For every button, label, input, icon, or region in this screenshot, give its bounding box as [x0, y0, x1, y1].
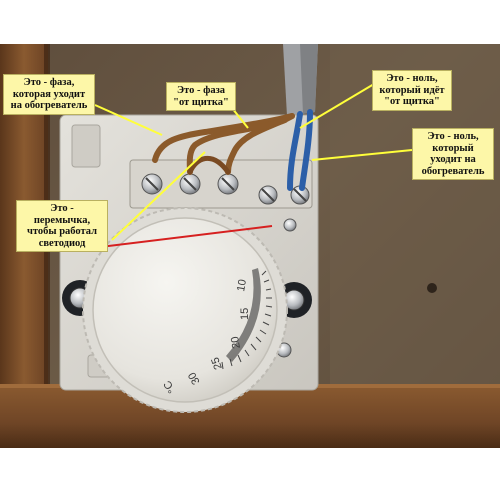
terminal-screws	[141, 173, 310, 205]
callout-line: Это - ноль,	[386, 73, 438, 84]
terminal-screw-small	[283, 218, 297, 232]
callout-line: перемычка,	[33, 214, 91, 226]
brown-wires	[152, 113, 295, 175]
callout-line: Это - фаза,	[23, 77, 75, 88]
mount-screw-right	[283, 289, 305, 311]
dial-number-15: 15	[239, 308, 251, 320]
wall-hole	[427, 283, 437, 293]
pointer-neutral-from-panel	[299, 83, 375, 129]
callout-line: который	[432, 142, 474, 154]
frame-bottom	[0, 448, 500, 500]
wood-beam-bottom	[0, 386, 500, 448]
callout-line: Это - ноль,	[427, 131, 479, 142]
callout-line: на обогреватель	[10, 100, 88, 111]
callout-line: уходит на	[430, 154, 476, 165]
callout-line: который идёт	[379, 84, 445, 96]
jumper-marker-line	[91, 225, 273, 249]
pointer-phase-from-panel	[231, 107, 249, 129]
dial-number-25: 25	[209, 355, 224, 371]
blue-wires	[287, 109, 313, 191]
callout-line: "от щитка"	[173, 96, 229, 108]
callout-line: "от щитка"	[384, 96, 440, 107]
callout-line: Это - фаза	[176, 85, 226, 96]
pointer-neutral-to-heater	[311, 149, 413, 161]
callout-line: Это -	[50, 203, 74, 214]
dial-number-10: 10	[235, 278, 249, 292]
callout-line: обогреватель	[421, 165, 485, 177]
callout-pointers	[94, 83, 413, 241]
cable-sheath-shade	[300, 44, 318, 114]
pointer-jumper	[111, 151, 206, 241]
callout-line: которая уходит	[12, 88, 86, 100]
callout-phase-from-panel: Это - фаза "от щитка"	[166, 82, 236, 111]
callout-neutral-to-heater: Это - ноль, который уходит на обогревате…	[412, 128, 494, 180]
dial-unit: °C	[162, 378, 179, 395]
dial-wedge	[226, 268, 261, 362]
dial-number-30: 30	[186, 370, 203, 387]
callout-jumper: Это - перемычка, чтобы работал светодиод	[16, 200, 108, 252]
callout-line: чтобы работал	[26, 226, 98, 237]
pointer-phase-to-heater	[94, 104, 163, 136]
dial-ticks	[221, 270, 273, 370]
wall-right-panel	[330, 0, 500, 390]
callout-phase-to-heater: Это - фаза, которая уходит на обогревате…	[3, 74, 95, 115]
plate-slot-left	[71, 124, 101, 168]
frame-top	[0, 0, 500, 44]
callout-neutral-from-panel: Это - ноль, который идёт "от щитка"	[372, 70, 452, 111]
thermostat-body: 10 15 20 25 30 °C	[62, 207, 312, 413]
callout-line: светодиод	[38, 237, 86, 249]
dial-number-20: 20	[229, 335, 243, 349]
